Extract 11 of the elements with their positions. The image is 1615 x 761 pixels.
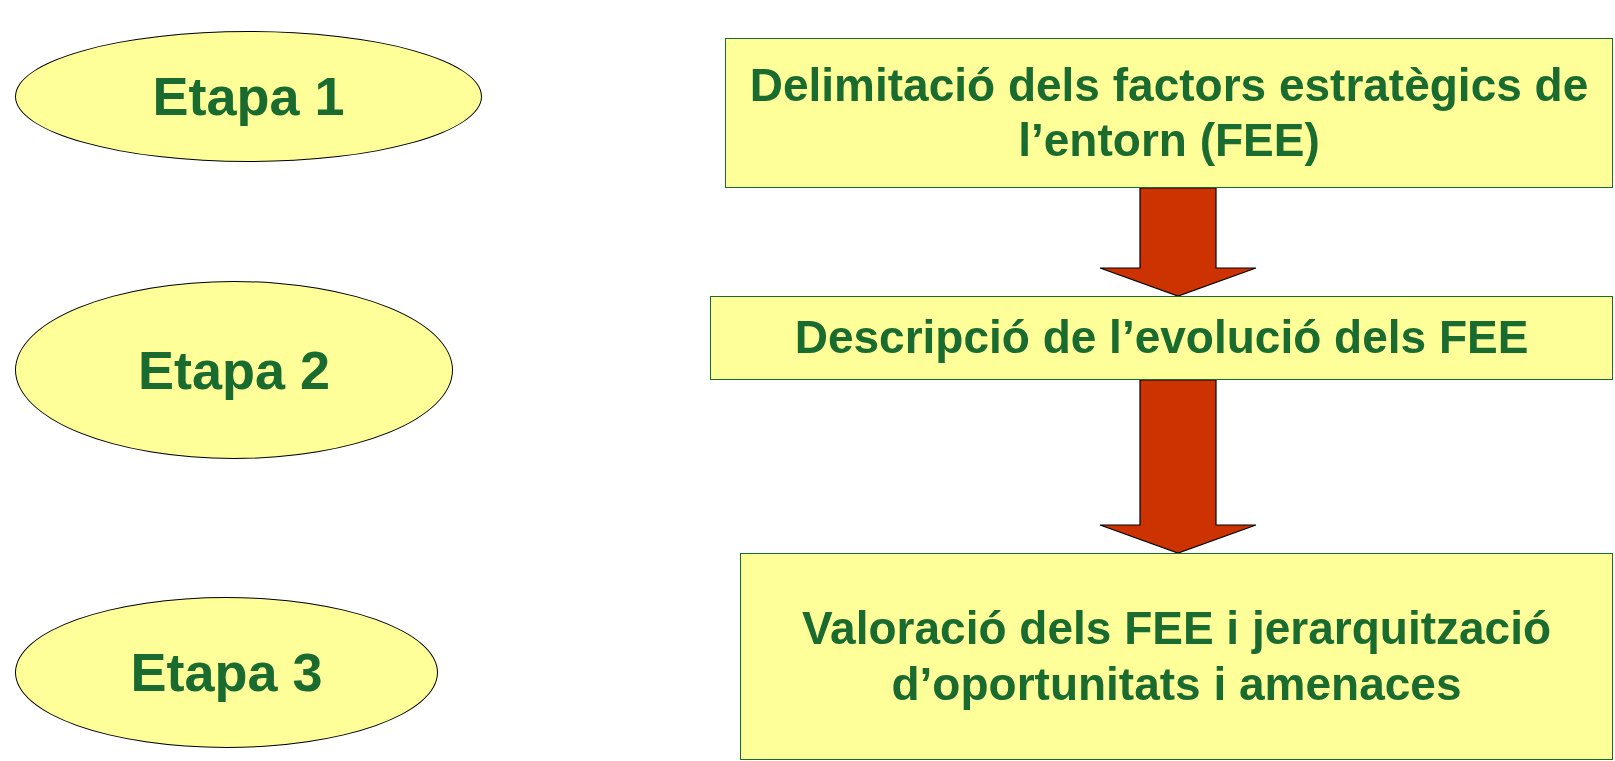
- process-box: [725, 38, 1613, 188]
- process-box: [740, 553, 1613, 760]
- step-text: Delimitació dels factors estratègics de l’entorn (FEE): [748, 57, 1590, 168]
- stage-label: Etapa 2: [137, 338, 331, 402]
- process-box: [710, 296, 1613, 380]
- stage-label: Etapa 1: [152, 65, 345, 129]
- block-arrow: [1099, 187, 1257, 297]
- step-text: Valoració dels FEE i jerarquització d’oportunitats i amenaces: [800, 601, 1553, 712]
- step-text: Descripció de l’evolució dels FEE: [794, 310, 1529, 366]
- stage-label: Etapa 3: [130, 641, 323, 705]
- block-arrow: [1099, 379, 1257, 554]
